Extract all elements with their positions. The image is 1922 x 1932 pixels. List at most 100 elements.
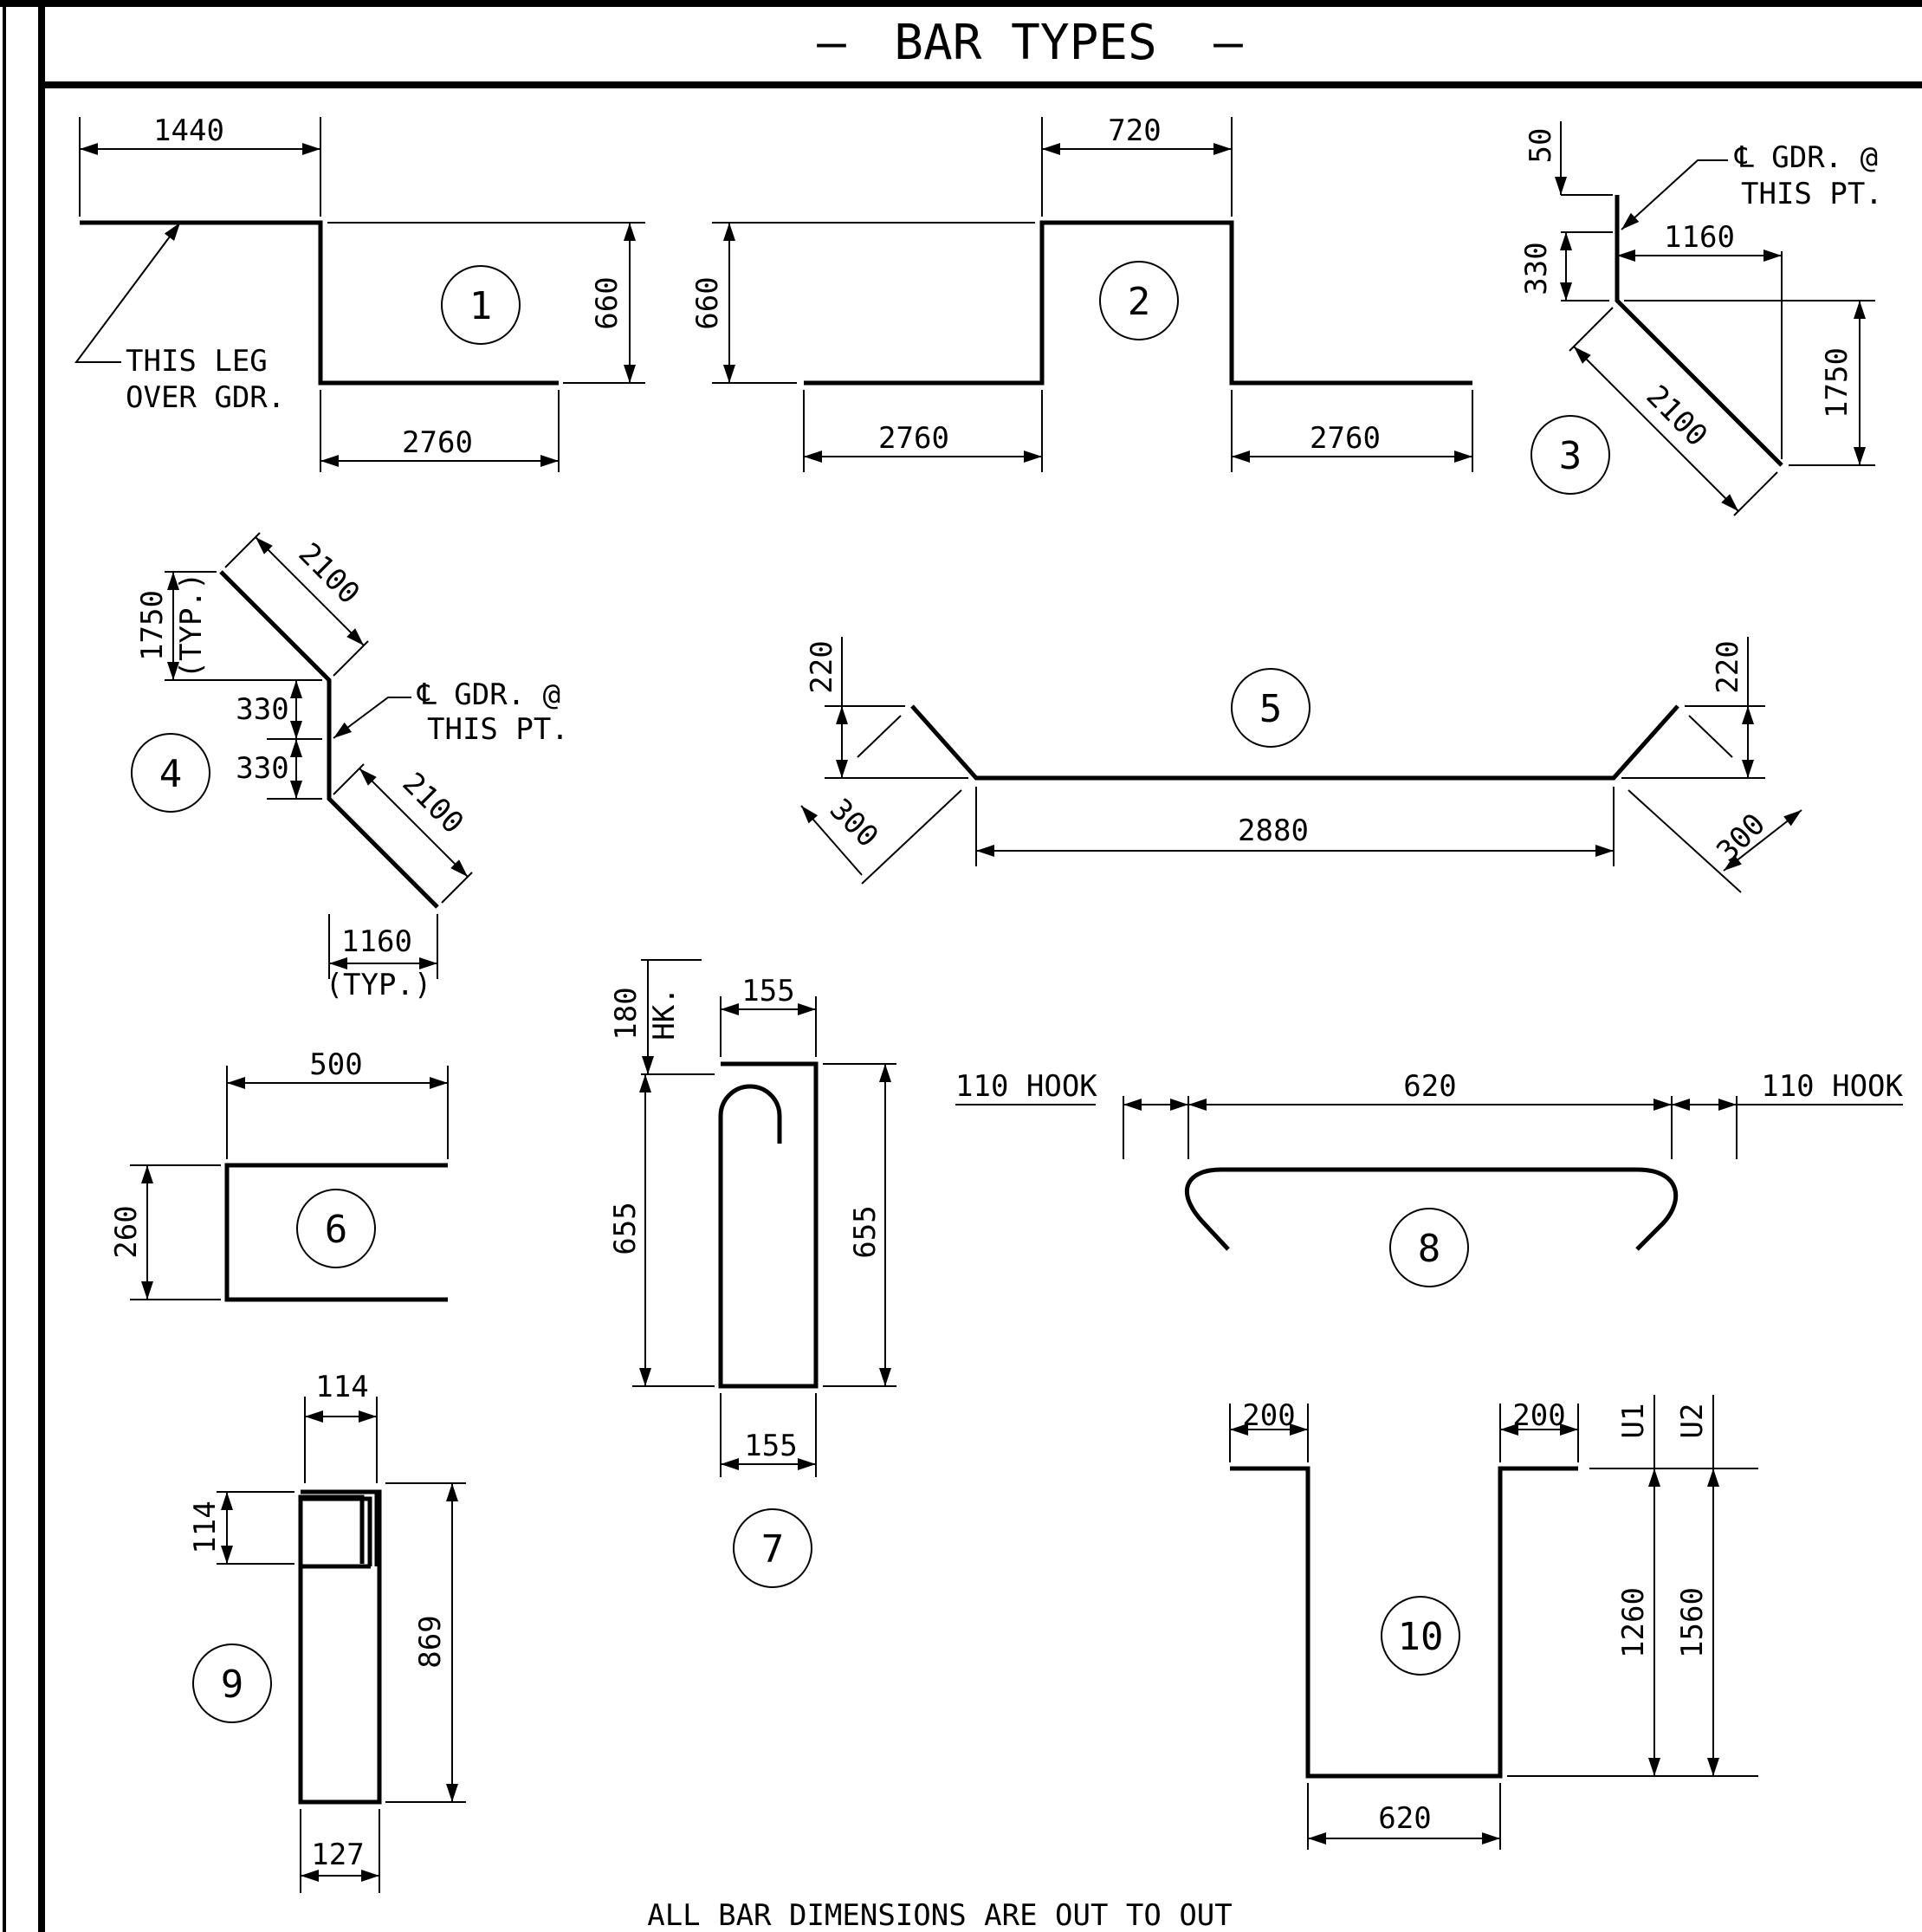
bar-9-callout: [192, 1643, 272, 1723]
dim-3-vertical: 330: [1519, 242, 1554, 295]
dim-3-drop: 1750: [1820, 347, 1854, 418]
dim-8-hook-left: 110 HOOK: [955, 1069, 1097, 1104]
dim-4-diag-top-line: [255, 536, 365, 646]
title-dash-left: —: [817, 15, 846, 71]
bar-9-shape: [298, 1489, 379, 1802]
dim-4-horizontal: 1160: [341, 924, 412, 959]
note-3-cl-gdr-2: THIS PT.: [1741, 177, 1883, 211]
dim-9-hook: 114: [188, 1501, 223, 1553]
leader-this-leg: [74, 222, 181, 363]
bar-8-callout: [1389, 1208, 1469, 1287]
dim-10-u2: U2: [1675, 1404, 1710, 1439]
dim-4-drop-typ: (TYP.): [174, 573, 209, 679]
bar-type-6: 500 260 6: [109, 1047, 449, 1302]
dim-5-rise-right: 220: [1711, 640, 1745, 693]
bar-10-callout: [1381, 1596, 1460, 1676]
leader-3-cl-gdr: [1621, 159, 1728, 230]
dim-5-slope-right: 300: [1710, 807, 1772, 869]
dim-5-length: 2880: [1238, 814, 1309, 848]
bar-2-shape: [804, 220, 1472, 386]
dim-10-u1: U1: [1616, 1404, 1651, 1439]
dim-8-hook-right: 110 HOOK: [1761, 1069, 1903, 1104]
title-dash-right: —: [1213, 15, 1243, 71]
dim-10-leg-right: 200: [1512, 1398, 1565, 1433]
dim-7-width-top: 155: [741, 974, 794, 1008]
bar-3-callout: [1530, 415, 1610, 495]
bar-6-callout: [296, 1189, 376, 1268]
dim-10-h1: 1260: [1616, 1587, 1651, 1658]
bar-type-9: 114 114 869 127 9: [188, 1370, 466, 1893]
page-title: BAR TYPES: [894, 15, 1156, 71]
dim-7-height-right: 655: [848, 1205, 883, 1258]
dim-1-height: 660: [590, 276, 624, 329]
dim-10-h2: 1560: [1675, 1587, 1710, 1658]
dim-10-leg-left: 200: [1242, 1398, 1295, 1433]
dim-9-height: 869: [413, 1615, 448, 1668]
dim-6-width: 500: [309, 1047, 362, 1082]
title-block: — BAR TYPES —: [817, 15, 1243, 71]
dim-1-top: 1440: [153, 113, 224, 148]
bar-2-callout: [1099, 261, 1179, 340]
bar-type-1: 1440 660 2760 THIS LEG OVER GDR. 1: [74, 113, 645, 472]
note-3-cl-gdr-1: ℄ GDR. @: [1734, 140, 1878, 175]
dim-4-vert-bottom: 330: [236, 751, 288, 786]
dim-3-horizontal: 1160: [1664, 220, 1735, 255]
bar-1-number: 1: [469, 284, 493, 328]
bar-5-number: 5: [1259, 687, 1283, 731]
dim-2-bottom-right: 2760: [1310, 421, 1381, 456]
bar-type-8: 110 HOOK 620 110 HOOK 8: [955, 1069, 1904, 1287]
bar-10-number: 10: [1398, 1615, 1444, 1659]
dim-4-drop: 1750: [135, 590, 170, 661]
dim-2-height: 660: [690, 276, 725, 329]
bar-5-callout: [1231, 668, 1310, 748]
dim-3-diagonal: 2100: [1640, 379, 1714, 453]
dim-1-bottom: 2760: [402, 425, 473, 460]
bar-7-number: 7: [761, 1527, 785, 1572]
note-this-leg-2: OVER GDR.: [126, 380, 285, 415]
bar-7-shape: [718, 1061, 819, 1389]
dim-7-hook-hk: HK.: [647, 987, 682, 1040]
dim-4-diag-bottom-line: [359, 768, 469, 878]
dim-5-rise-left: 220: [805, 640, 839, 693]
dim-9-width-top: 114: [315, 1370, 368, 1404]
bar-7-callout: [733, 1508, 812, 1588]
note-4-cl-gdr-1: ℄ GDR. @: [417, 677, 560, 712]
dim-10-bottom: 620: [1378, 1801, 1431, 1836]
bar-4-number: 4: [159, 752, 183, 796]
bar-type-3: 50 330 1160 1750 2100 ℄ GDR. @ THIS PT. …: [1519, 121, 1883, 516]
dim-8-length: 620: [1403, 1069, 1456, 1104]
dim-4-diag-bottom: 2100: [396, 766, 470, 840]
bar-2-number: 2: [1128, 280, 1151, 324]
bar-1-callout: [441, 265, 521, 345]
dim-2-top: 720: [1108, 113, 1161, 148]
dim-7-width-bottom: 155: [744, 1429, 797, 1463]
bar-type-2: 720 660 2760 2760 2: [690, 113, 1473, 472]
note-4-cl-gdr-2: THIS PT.: [427, 712, 569, 747]
dim-7-hook: 180: [609, 987, 644, 1040]
dim-2-bottom-left: 2760: [878, 421, 949, 456]
dim-3-tip: 50: [1524, 128, 1558, 164]
bar-6-shape: [224, 1163, 448, 1302]
dim-5-slope-left-line: [800, 805, 863, 876]
bar-4-shape: [219, 570, 439, 909]
footer-note: ALL BAR DIMENSIONS ARE OUT TO OUT: [647, 1898, 1233, 1932]
bar-5-shape: [910, 704, 1679, 781]
dim-4-diag-top: 2100: [292, 536, 366, 611]
note-this-leg-1: THIS LEG: [126, 344, 268, 379]
dim-4-horizontal-typ: (TYP.): [326, 968, 432, 1002]
bar-type-10: 200 200 U1 1260 U2 1560 620 10: [1229, 1395, 1758, 1850]
bar-9-number: 9: [221, 1663, 244, 1707]
dim-6-height: 260: [109, 1205, 144, 1258]
bar-type-7: 180 HK. 155 655 655 155 7: [608, 959, 896, 1588]
bar-10-shape: [1230, 1466, 1578, 1779]
bar-8-number: 8: [1418, 1227, 1441, 1271]
dim-3-diagonal-line: [1573, 346, 1739, 512]
bar-8-shape: [1184, 1167, 1679, 1251]
dim-5-slope-right-line: [1723, 809, 1802, 872]
bar-type-4: 1750 (TYP.) 330 330 2100 2100 1160 (TYP.…: [131, 532, 569, 1002]
dim-7-height-left: 655: [608, 1202, 643, 1255]
dim-4-vert-top: 330: [236, 692, 288, 727]
bar-3-number: 3: [1559, 434, 1582, 478]
